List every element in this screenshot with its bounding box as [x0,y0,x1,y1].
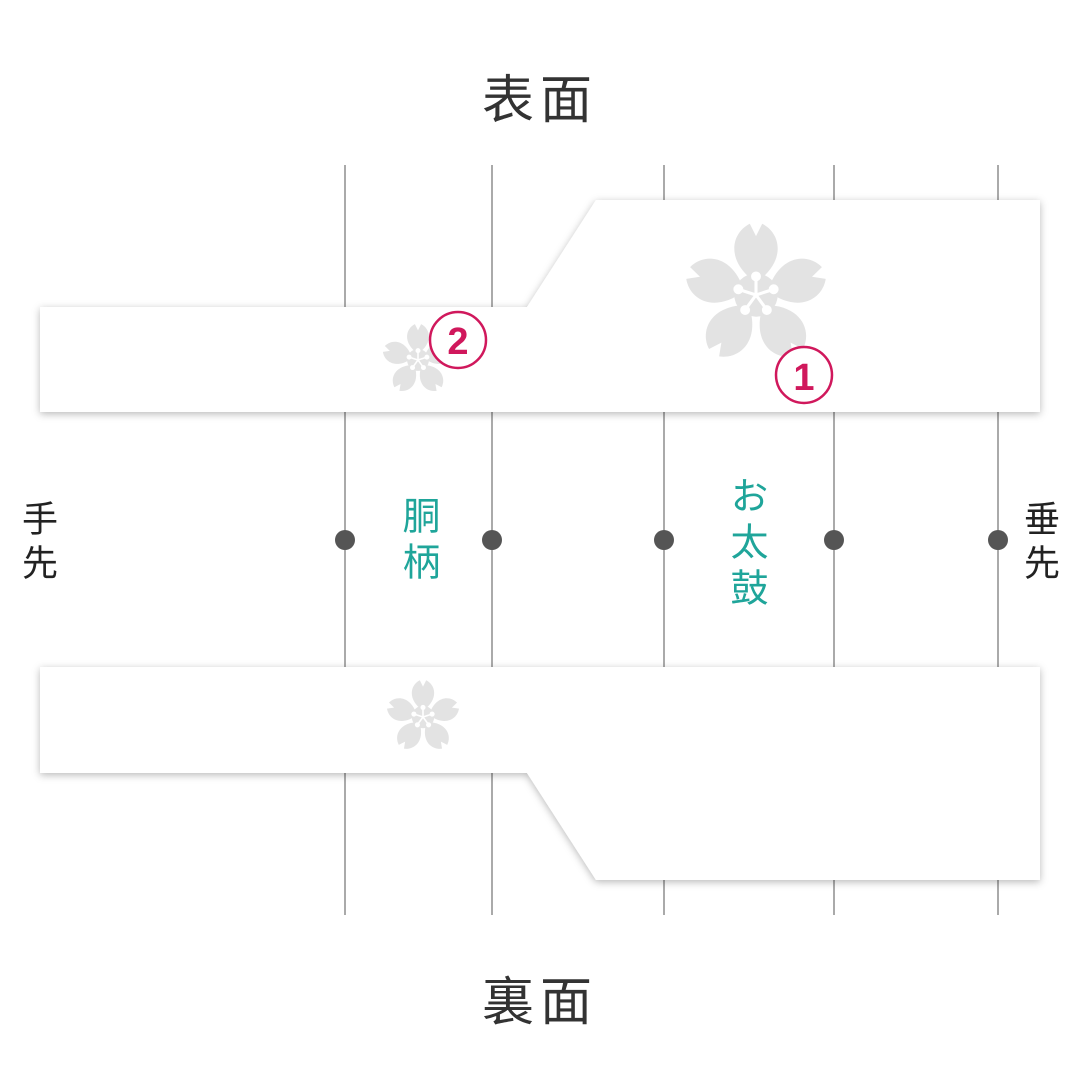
guide-dot [654,530,674,550]
back-side-title: 裏面 [481,973,598,1033]
guide-dot [482,530,502,550]
marker-2-number: 2 [447,321,468,363]
otaiko-section-label: お太鼓 [724,476,768,614]
marker-2: 2 [428,310,488,370]
dogara-section-label: 胴柄 [396,496,440,588]
marker-1-number: 1 [793,357,814,399]
front-obi-band [40,200,1040,412]
guide-dot [335,530,355,550]
left-end-label: 手先 [16,500,57,588]
back-obi-band [40,667,1040,880]
front-side-title: 表面 [481,71,598,131]
guide-dot [824,530,844,550]
right-end-label: 垂先 [1018,500,1059,588]
marker-1: 1 [774,345,834,405]
guide-dot [988,530,1008,550]
